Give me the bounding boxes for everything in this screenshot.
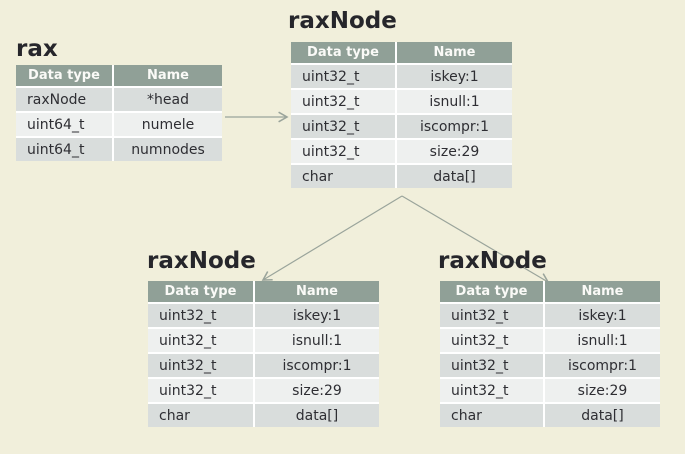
- column-header-name: Name: [253, 281, 379, 302]
- field-type: raxNode: [16, 86, 112, 111]
- field-name: size:29: [395, 138, 512, 163]
- field-name: iskey:1: [543, 302, 660, 327]
- struct-table-raxnode-child-right: raxNode Data type Name uint32_t iskey:1 …: [438, 248, 660, 427]
- field-name: isnull:1: [543, 327, 660, 352]
- struct-title-raxnode-child-left: raxNode: [147, 248, 256, 274]
- field-name: data[]: [253, 402, 379, 427]
- field-name: iscompr:1: [395, 113, 512, 138]
- header-row: Data type Name: [440, 281, 660, 302]
- column-header-name: Name: [112, 65, 222, 86]
- fields-table: Data type Name uint32_t iskey:1 uint32_t…: [148, 281, 379, 427]
- field-row: uint32_t size:29: [440, 377, 660, 402]
- field-row: uint32_t isnull:1: [148, 327, 379, 352]
- field-type: uint32_t: [291, 113, 395, 138]
- column-header-data-type: Data type: [16, 65, 112, 86]
- field-type: char: [291, 163, 395, 188]
- field-name: iskey:1: [253, 302, 379, 327]
- fields-table: Data type Name raxNode *head uint64_t nu…: [16, 65, 222, 161]
- field-name: size:29: [543, 377, 660, 402]
- field-row: uint32_t iscompr:1: [148, 352, 379, 377]
- field-type: uint32_t: [291, 63, 395, 88]
- field-row: uint32_t iscompr:1: [291, 113, 512, 138]
- field-name: *head: [112, 86, 222, 111]
- field-type: uint32_t: [440, 352, 543, 377]
- field-type: uint32_t: [148, 352, 253, 377]
- field-row: uint64_t numnodes: [16, 136, 222, 161]
- header-row: Data type Name: [291, 42, 512, 63]
- field-row: uint32_t iskey:1: [440, 302, 660, 327]
- field-type: uint64_t: [16, 111, 112, 136]
- fields-table: Data type Name uint32_t iskey:1 uint32_t…: [440, 281, 660, 427]
- field-name: iscompr:1: [253, 352, 379, 377]
- field-type: uint32_t: [291, 88, 395, 113]
- field-row: char data[]: [440, 402, 660, 427]
- field-type: char: [440, 402, 543, 427]
- field-row: uint32_t isnull:1: [291, 88, 512, 113]
- field-name: isnull:1: [253, 327, 379, 352]
- column-header-data-type: Data type: [291, 42, 395, 63]
- struct-table-rax: rax Data type Name raxNode *head uint64_…: [16, 36, 222, 161]
- field-type: uint32_t: [440, 327, 543, 352]
- field-type: uint32_t: [440, 377, 543, 402]
- field-type: uint32_t: [440, 302, 543, 327]
- field-name: size:29: [253, 377, 379, 402]
- struct-title-rax: rax: [16, 36, 58, 62]
- column-header-data-type: Data type: [148, 281, 253, 302]
- field-name: iskey:1: [395, 63, 512, 88]
- field-name: data[]: [395, 163, 512, 188]
- field-row: uint32_t isnull:1: [440, 327, 660, 352]
- field-name: numele: [112, 111, 222, 136]
- field-row: uint32_t iscompr:1: [440, 352, 660, 377]
- field-type: char: [148, 402, 253, 427]
- struct-table-raxnode-child-left: raxNode Data type Name uint32_t iskey:1 …: [147, 248, 379, 427]
- field-row: uint32_t size:29: [148, 377, 379, 402]
- field-type: uint32_t: [148, 327, 253, 352]
- struct-title-raxnode-root: raxNode: [288, 8, 397, 34]
- header-row: Data type Name: [148, 281, 379, 302]
- field-name: numnodes: [112, 136, 222, 161]
- field-type: uint64_t: [16, 136, 112, 161]
- field-row: uint32_t size:29: [291, 138, 512, 163]
- field-name: iscompr:1: [543, 352, 660, 377]
- field-row: uint32_t iskey:1: [148, 302, 379, 327]
- field-row: uint64_t numele: [16, 111, 222, 136]
- field-name: data[]: [543, 402, 660, 427]
- field-row: uint32_t iskey:1: [291, 63, 512, 88]
- column-header-name: Name: [395, 42, 512, 63]
- field-row: char data[]: [148, 402, 379, 427]
- column-header-data-type: Data type: [440, 281, 543, 302]
- field-row: char data[]: [291, 163, 512, 188]
- struct-title-raxnode-child-right: raxNode: [438, 248, 547, 274]
- field-type: uint32_t: [148, 302, 253, 327]
- struct-table-raxnode-root: raxNode Data type Name uint32_t iskey:1 …: [288, 8, 512, 188]
- field-row: raxNode *head: [16, 86, 222, 111]
- field-type: uint32_t: [291, 138, 395, 163]
- field-type: uint32_t: [148, 377, 253, 402]
- header-row: Data type Name: [16, 65, 222, 86]
- field-name: isnull:1: [395, 88, 512, 113]
- fields-table: Data type Name uint32_t iskey:1 uint32_t…: [291, 42, 512, 188]
- column-header-name: Name: [543, 281, 660, 302]
